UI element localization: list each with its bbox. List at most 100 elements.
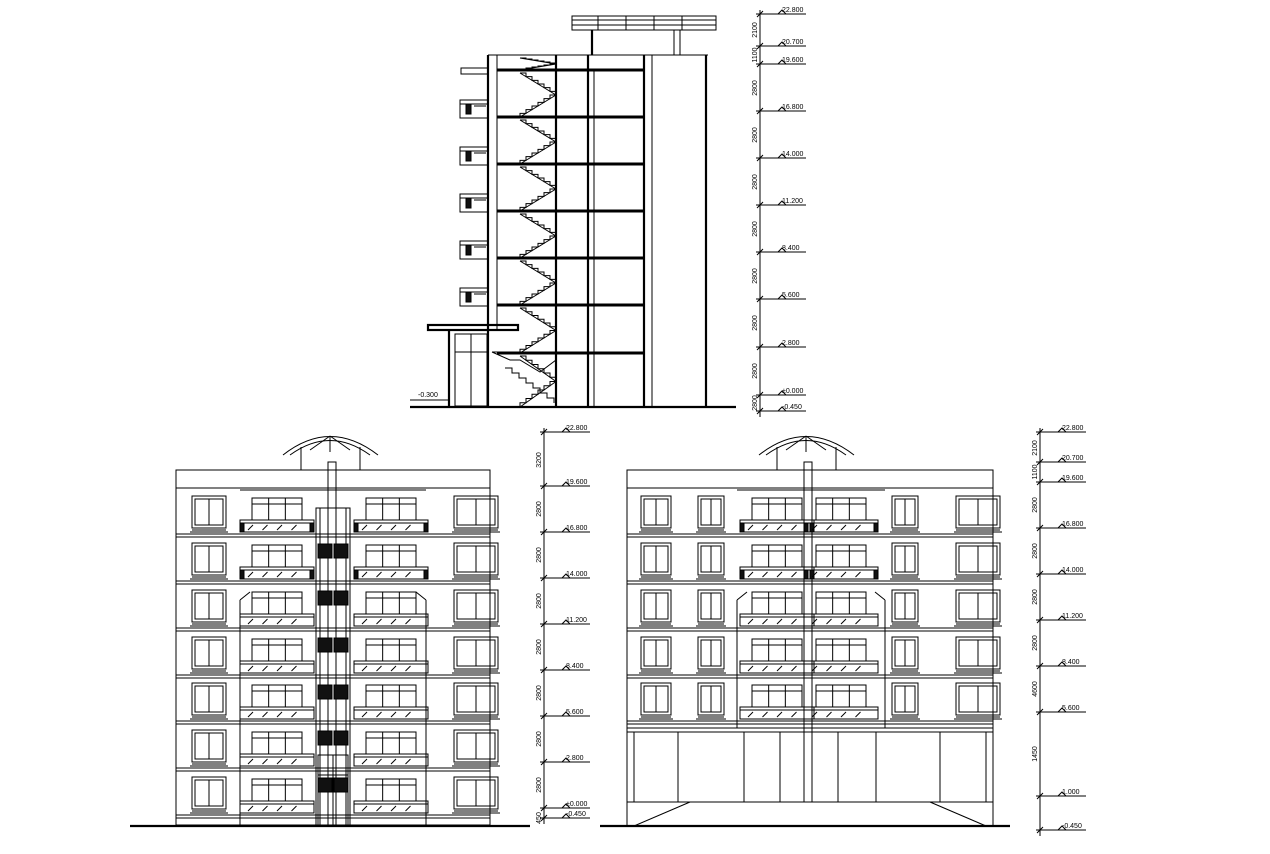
dimension-value: 2800 bbox=[536, 685, 543, 701]
glass-hatch bbox=[826, 571, 832, 578]
level-marker bbox=[561, 573, 571, 579]
balcony-rail bbox=[459, 99, 489, 119]
level-label: -0.450 bbox=[1062, 823, 1082, 830]
balcony-window bbox=[751, 544, 803, 568]
stair-stringer bbox=[519, 141, 557, 165]
balcony-rail bbox=[459, 287, 489, 307]
window-frame bbox=[697, 682, 725, 716]
level-tick bbox=[756, 343, 764, 351]
glass-hatch bbox=[840, 571, 847, 578]
window-frame bbox=[191, 682, 227, 716]
window-frame bbox=[453, 729, 499, 763]
glass-hatch bbox=[747, 665, 754, 672]
level-marker bbox=[777, 41, 787, 47]
glass-hatch bbox=[390, 571, 397, 578]
glass-hatch bbox=[405, 711, 411, 718]
stair-stringer bbox=[519, 166, 557, 190]
balcony-end bbox=[309, 569, 315, 580]
glass-hatch bbox=[247, 758, 254, 765]
stair-flight bbox=[519, 213, 557, 258]
glass-hatch bbox=[376, 758, 382, 765]
glass-hatch bbox=[747, 711, 754, 718]
level-tick bbox=[1036, 616, 1044, 624]
balcony-rail bbox=[459, 240, 489, 260]
stair-window bbox=[317, 590, 333, 606]
glass-hatch bbox=[361, 618, 368, 625]
balcony-slab bbox=[803, 519, 879, 533]
glass-hatch bbox=[776, 524, 783, 531]
glass-hatch bbox=[826, 711, 832, 718]
glass-hatch bbox=[247, 618, 254, 625]
level-marker bbox=[1057, 427, 1067, 433]
dimension-value: 1100 bbox=[752, 47, 759, 62]
window-frame bbox=[640, 495, 672, 529]
level-label: 8.400 bbox=[1062, 659, 1080, 666]
stair-window bbox=[317, 777, 333, 793]
glass-hatch bbox=[262, 571, 268, 578]
window-frame bbox=[955, 636, 1001, 670]
glass-hatch bbox=[747, 524, 754, 531]
balcony-window bbox=[251, 544, 303, 568]
balcony-end bbox=[739, 569, 745, 580]
window-frame bbox=[955, 682, 1001, 716]
level-tick bbox=[756, 201, 764, 209]
level-label: 11.200 bbox=[782, 198, 803, 205]
window-frame bbox=[191, 589, 227, 623]
level-tick bbox=[1036, 428, 1044, 436]
glass-hatch bbox=[776, 571, 783, 578]
level-label: ±0.000 bbox=[566, 801, 587, 808]
level-tick bbox=[1036, 458, 1044, 466]
glass-hatch bbox=[826, 665, 832, 672]
level-marker bbox=[561, 665, 571, 671]
level-marker bbox=[1057, 791, 1067, 797]
stair-window bbox=[333, 730, 349, 746]
level-label: ±0.000 bbox=[782, 388, 803, 395]
glass-hatch bbox=[361, 805, 368, 812]
level-marker bbox=[1057, 661, 1067, 667]
level-label: 14.000 bbox=[1062, 567, 1084, 574]
glass-hatch bbox=[791, 665, 797, 672]
balcony-end bbox=[803, 569, 809, 580]
glass-hatch bbox=[291, 805, 297, 812]
stair-window bbox=[333, 543, 349, 559]
balcony-slab bbox=[239, 800, 315, 814]
level-label: 19.600 bbox=[1062, 475, 1084, 482]
level-tick bbox=[756, 295, 764, 303]
level-marker bbox=[777, 9, 787, 15]
balcony-window bbox=[751, 591, 803, 615]
window-frame bbox=[891, 495, 919, 529]
glass-hatch bbox=[405, 618, 411, 625]
level-marker bbox=[777, 153, 787, 159]
level-tick bbox=[1036, 570, 1044, 578]
roof-arch-right bbox=[758, 435, 855, 471]
section-dimension-column: 22.80020.70019.60016.80014.00011.2008.40… bbox=[0, 0, 806, 417]
level-tick bbox=[540, 814, 548, 822]
window-frame bbox=[640, 636, 672, 670]
window-frame bbox=[191, 636, 227, 670]
level-marker bbox=[1057, 569, 1067, 575]
glass-hatch bbox=[291, 618, 297, 625]
balcony-window bbox=[751, 638, 803, 662]
level-tick bbox=[540, 428, 548, 436]
glass-hatch bbox=[262, 805, 268, 812]
window-frame bbox=[453, 589, 499, 623]
balcony-slab bbox=[239, 566, 315, 580]
glass-hatch bbox=[855, 571, 861, 578]
dimension-value: 3200 bbox=[536, 452, 543, 468]
level-tick bbox=[540, 666, 548, 674]
level-tick bbox=[756, 42, 764, 50]
glass-hatch bbox=[247, 805, 254, 812]
glass-hatch bbox=[361, 524, 368, 531]
window-frame bbox=[453, 682, 499, 716]
level-label: 16.800 bbox=[566, 525, 588, 532]
balcony-window bbox=[365, 497, 417, 521]
glass-hatch bbox=[791, 571, 797, 578]
level-tick bbox=[1036, 792, 1044, 800]
stair-window bbox=[317, 730, 333, 746]
glass-hatch bbox=[376, 571, 382, 578]
window-frame bbox=[891, 542, 919, 576]
glass-hatch bbox=[390, 805, 397, 812]
glass-hatch bbox=[390, 618, 397, 625]
glass-hatch bbox=[405, 805, 411, 812]
